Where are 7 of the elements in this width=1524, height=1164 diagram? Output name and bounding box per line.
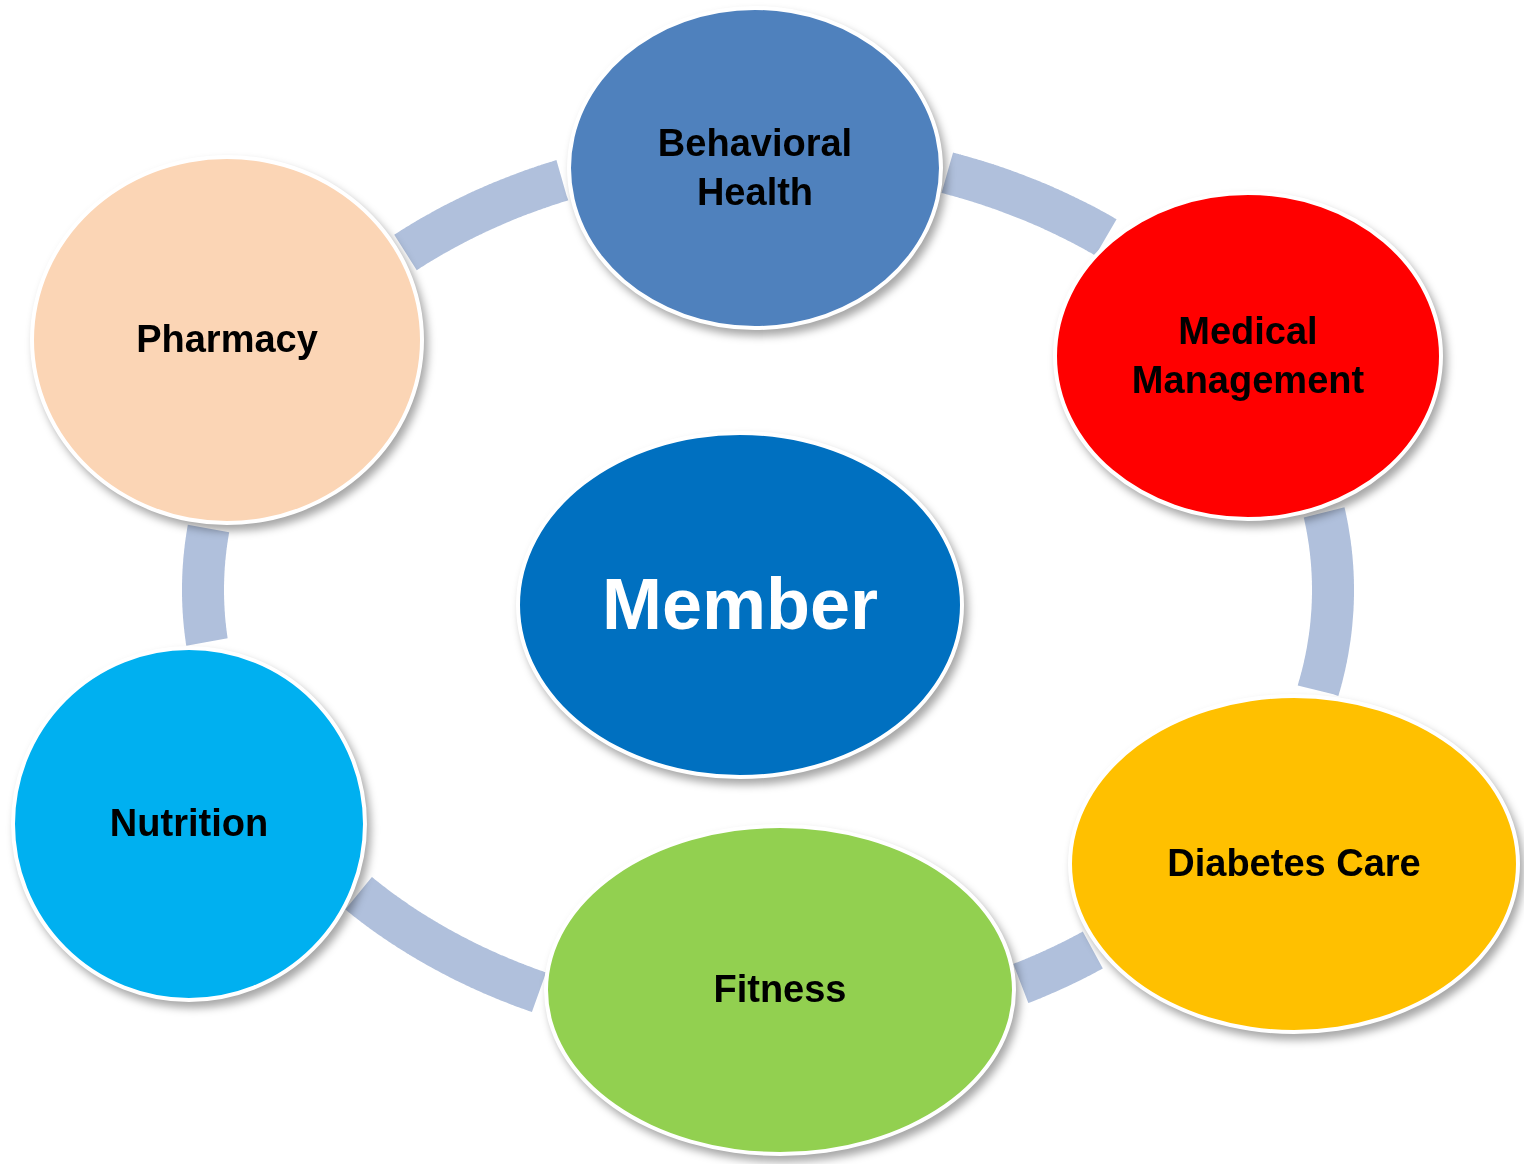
node-label: Diabetes Care (1166, 841, 1422, 887)
node-label: Nutrition (108, 801, 270, 847)
node-label: Member (600, 563, 880, 647)
node-label: Medical Management (1130, 308, 1366, 403)
node-label: Pharmacy (135, 317, 319, 363)
node-label: Fitness (712, 967, 848, 1013)
node-label: Behavioral Health (656, 120, 854, 215)
